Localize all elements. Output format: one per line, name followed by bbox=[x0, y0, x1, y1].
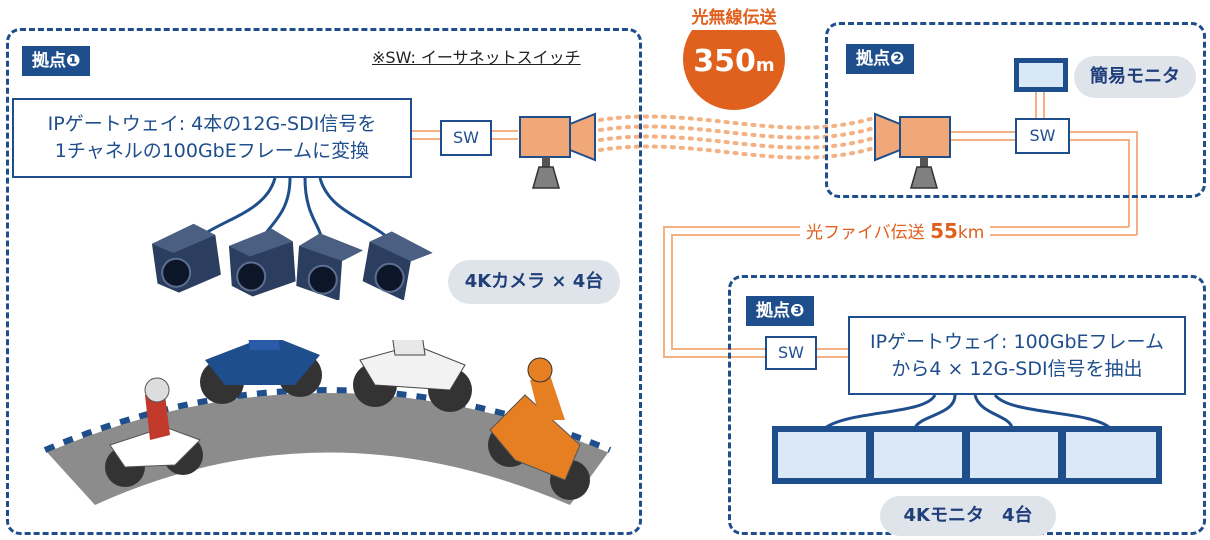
site1-link-lines bbox=[412, 130, 518, 140]
site2-link-lines bbox=[950, 92, 1138, 235]
4k-camera-3-icon bbox=[296, 233, 363, 300]
race-track-illustration bbox=[43, 340, 612, 505]
4k-monitor-4-icon bbox=[1066, 432, 1156, 478]
site3-gateway-line2: から4 × 12G-SDI信号を抽出 bbox=[891, 358, 1143, 380]
motorcycle-white-icon bbox=[353, 340, 472, 412]
wireless-distance-value: 350 bbox=[693, 44, 756, 79]
site1-label: 拠点❶ bbox=[22, 46, 91, 76]
site1-wireless-camera-icon bbox=[519, 112, 596, 189]
fiber-distance-unit: km bbox=[957, 223, 985, 243]
site2-wireless-camera-icon bbox=[874, 112, 951, 189]
4k-monitor-1-icon bbox=[778, 432, 866, 478]
4k-monitors-caption: 4Kモニタ 4台 bbox=[880, 496, 1056, 536]
wireless-distance: 350m bbox=[683, 44, 785, 79]
wireless-title: 光無線伝送 bbox=[672, 6, 796, 30]
4k-camera-4-icon bbox=[362, 231, 433, 300]
4k-camera-1-icon bbox=[151, 223, 221, 293]
motorcycle-red-icon bbox=[105, 377, 203, 487]
fiber-label-text: 光ファイバ伝送 bbox=[806, 223, 925, 243]
motorcycle-orange-icon bbox=[488, 357, 590, 500]
simple-monitor-caption: 簡易モニタ bbox=[1074, 56, 1196, 98]
site3-sw-box: SW bbox=[765, 336, 817, 370]
4k-monitor-2-icon bbox=[874, 432, 962, 478]
fiber-distance-value: 55 bbox=[930, 219, 958, 243]
simple-monitor-icon bbox=[1014, 58, 1068, 92]
site3-gateway-line1: IPゲートウェイ: 100GbEフレーム bbox=[870, 331, 1164, 353]
race-track-icon bbox=[45, 390, 610, 505]
4k-monitor-3-icon bbox=[970, 432, 1058, 478]
site2-sw-box: SW bbox=[1015, 118, 1070, 154]
wireless-link bbox=[598, 114, 876, 160]
4k-camera-2-icon bbox=[228, 228, 296, 297]
site3-label: 拠点❸ bbox=[746, 296, 815, 326]
site3-monitor-cables bbox=[824, 393, 1112, 430]
4k-monitors-group bbox=[772, 426, 1162, 484]
site1-gateway-line1: IPゲートウェイ: 4本の12G-SDI信号を bbox=[47, 113, 377, 135]
4k-cameras-group bbox=[151, 223, 433, 300]
4k-cameras-caption: 4Kカメラ × 4台 bbox=[448, 260, 620, 304]
motorcycle-blue-icon bbox=[200, 340, 322, 404]
site3-gateway-box: IPゲートウェイ: 100GbEフレーム から4 × 12G-SDI信号を抽出 bbox=[848, 316, 1186, 395]
site1-box bbox=[6, 28, 642, 535]
wireless-distance-unit: m bbox=[755, 55, 775, 76]
sw-legend-note: ※SW: イーサネットスイッチ bbox=[372, 48, 581, 67]
site1-gateway-line2: 1チャネルの100GbEフレームに変換 bbox=[54, 140, 370, 162]
site1-gateway-box: IPゲートウェイ: 4本の12G-SDI信号を 1チャネルの100GbEフレーム… bbox=[12, 98, 412, 178]
site1-sw-box: SW bbox=[440, 120, 492, 156]
site2-label: 拠点❷ bbox=[846, 44, 915, 74]
fiber-label: 光ファイバ伝送 55km bbox=[800, 218, 991, 246]
site2-box bbox=[825, 22, 1206, 198]
